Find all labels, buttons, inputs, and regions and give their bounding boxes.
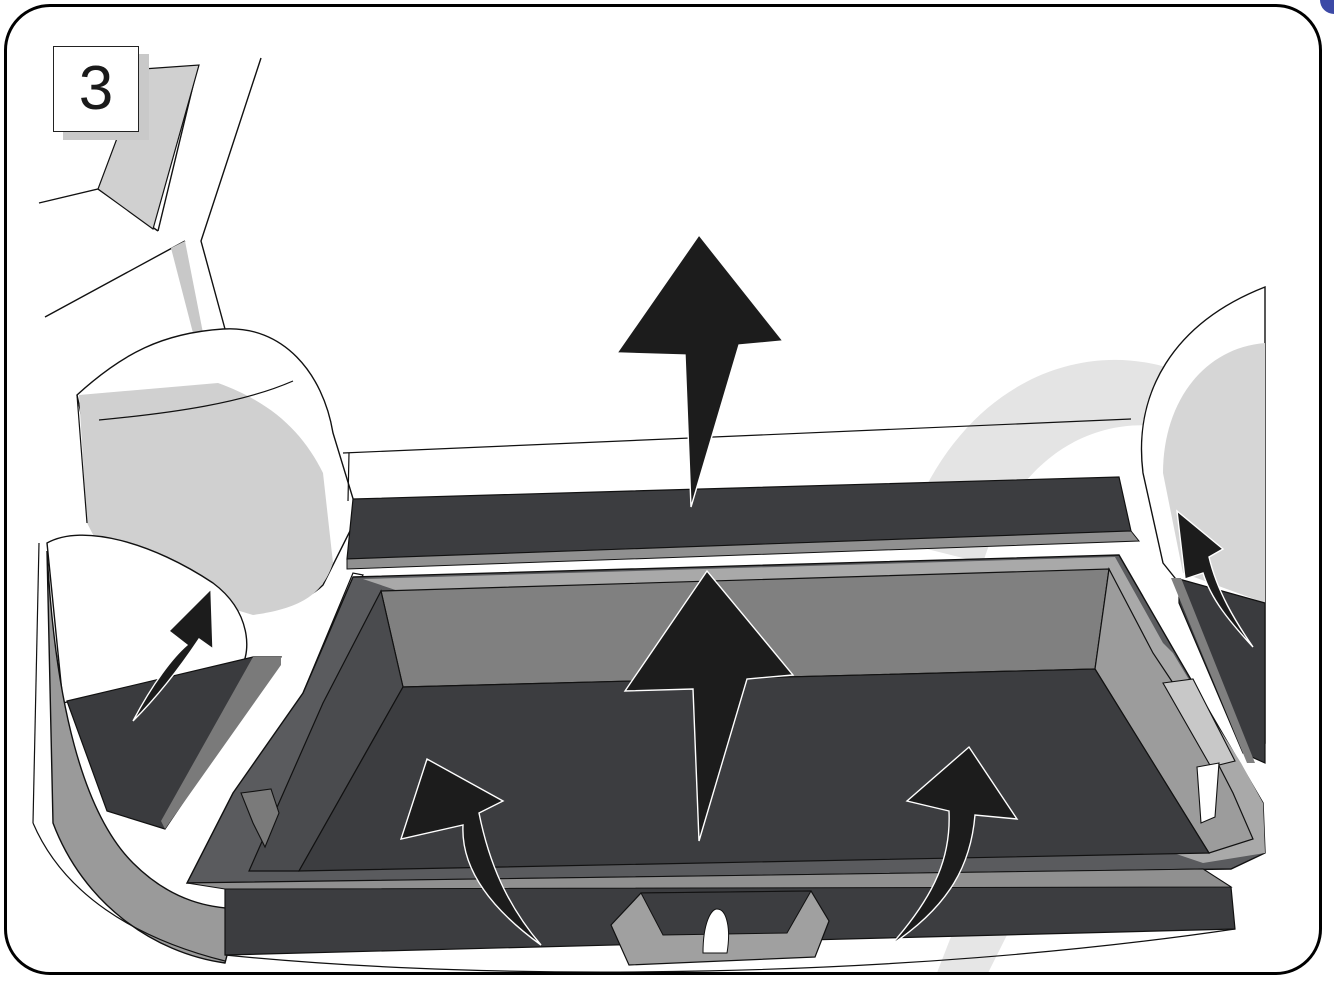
- curved-arrow-icon: [890, 745, 1019, 946]
- tray-floor: [297, 668, 1211, 872]
- right-pocket-cover: [1178, 578, 1266, 764]
- curved-arrow-icon: [399, 757, 542, 946]
- left-side-panel-shade: [46, 550, 240, 964]
- corner-accent: [1320, 0, 1334, 14]
- left-hinge: [240, 788, 280, 849]
- step-number: 3: [53, 46, 139, 132]
- trunk-floor-illustration: [32, 57, 1266, 972]
- seat-base-line: [342, 418, 1132, 454]
- tray-left-wall: [248, 589, 404, 872]
- instruction-panel: 3: [4, 4, 1322, 975]
- arrow-up-icon: [615, 233, 785, 508]
- curved-arrow-icon: [1176, 509, 1254, 648]
- left-side-panel: [46, 534, 248, 704]
- latch-handle: [702, 908, 730, 954]
- curved-arrow-icon: [132, 587, 214, 722]
- arrow-up-icon: [623, 569, 795, 842]
- right-hinge: [1162, 678, 1236, 824]
